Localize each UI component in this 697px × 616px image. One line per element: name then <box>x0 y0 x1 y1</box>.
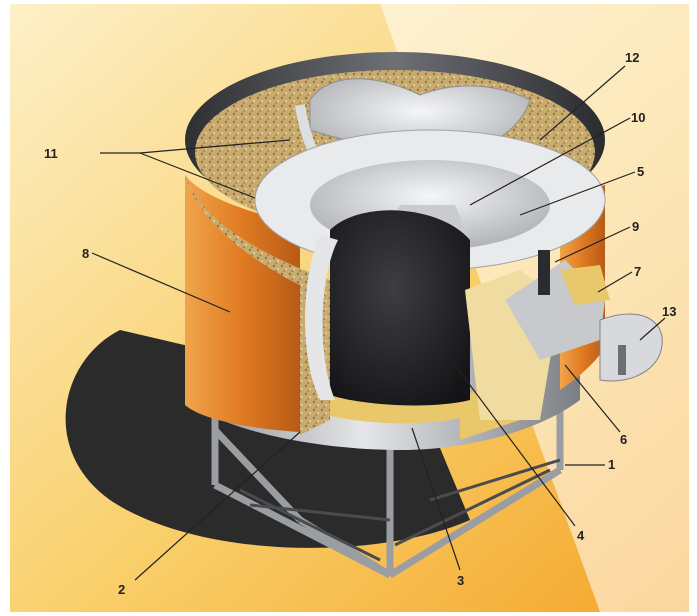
insulation-layer-side <box>185 175 330 435</box>
flue-block <box>560 265 610 305</box>
callout-10: 10 <box>631 110 645 125</box>
steel-stand <box>211 400 564 579</box>
callout-1: 1 <box>608 457 615 472</box>
callout-4: 4 <box>577 528 585 543</box>
callout-9: 9 <box>632 219 639 234</box>
callout-12: 12 <box>625 50 639 65</box>
floor-shadow <box>65 330 470 548</box>
callout-13: 13 <box>662 304 676 319</box>
callout-7: 7 <box>634 264 641 279</box>
stand-cross-bars <box>239 458 561 562</box>
oven-chamber <box>330 210 470 406</box>
callout-8: 8 <box>82 246 89 261</box>
callout-2: 2 <box>118 582 125 597</box>
outer-jacket <box>185 175 300 432</box>
callout-leaders <box>91 65 666 581</box>
door-handle <box>618 345 626 375</box>
oven-door <box>599 313 663 382</box>
callout-3: 3 <box>457 573 464 588</box>
callout-labels: 11 8 12 10 5 9 7 13 6 1 4 3 2 <box>44 50 676 597</box>
damper-plate <box>538 250 550 295</box>
callout-11: 11 <box>44 146 58 161</box>
dome-wall-section <box>305 235 338 400</box>
callout-5: 5 <box>637 164 644 179</box>
callout-6: 6 <box>620 432 627 447</box>
